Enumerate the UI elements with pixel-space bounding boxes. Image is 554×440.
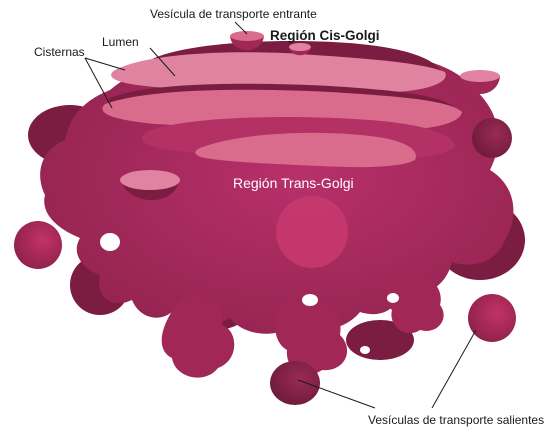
golgi-inner-sphere: [276, 196, 348, 268]
golgi-lower-lobes: [161, 274, 444, 378]
label-outgoing-vesicles: Vesículas de transporte salientes: [368, 413, 544, 427]
label-trans-region: Región Trans-Golgi: [233, 175, 354, 191]
label-incoming-vesicle: Vesícula de transporte entrante: [150, 7, 317, 21]
label-cisternae: Cisternas: [34, 45, 85, 59]
label-lumen: Lumen: [102, 35, 139, 49]
label-cis-region: Región Cis-Golgi: [270, 28, 380, 43]
golgi-fenestrations: [100, 233, 399, 354]
leader-lines: [84, 21, 477, 409]
cisternae-stack: [102, 41, 462, 168]
golgi-cut-vesicle: [120, 170, 180, 201]
incoming-vesicles: [230, 31, 500, 94]
outgoing-vesicles: [14, 118, 516, 405]
